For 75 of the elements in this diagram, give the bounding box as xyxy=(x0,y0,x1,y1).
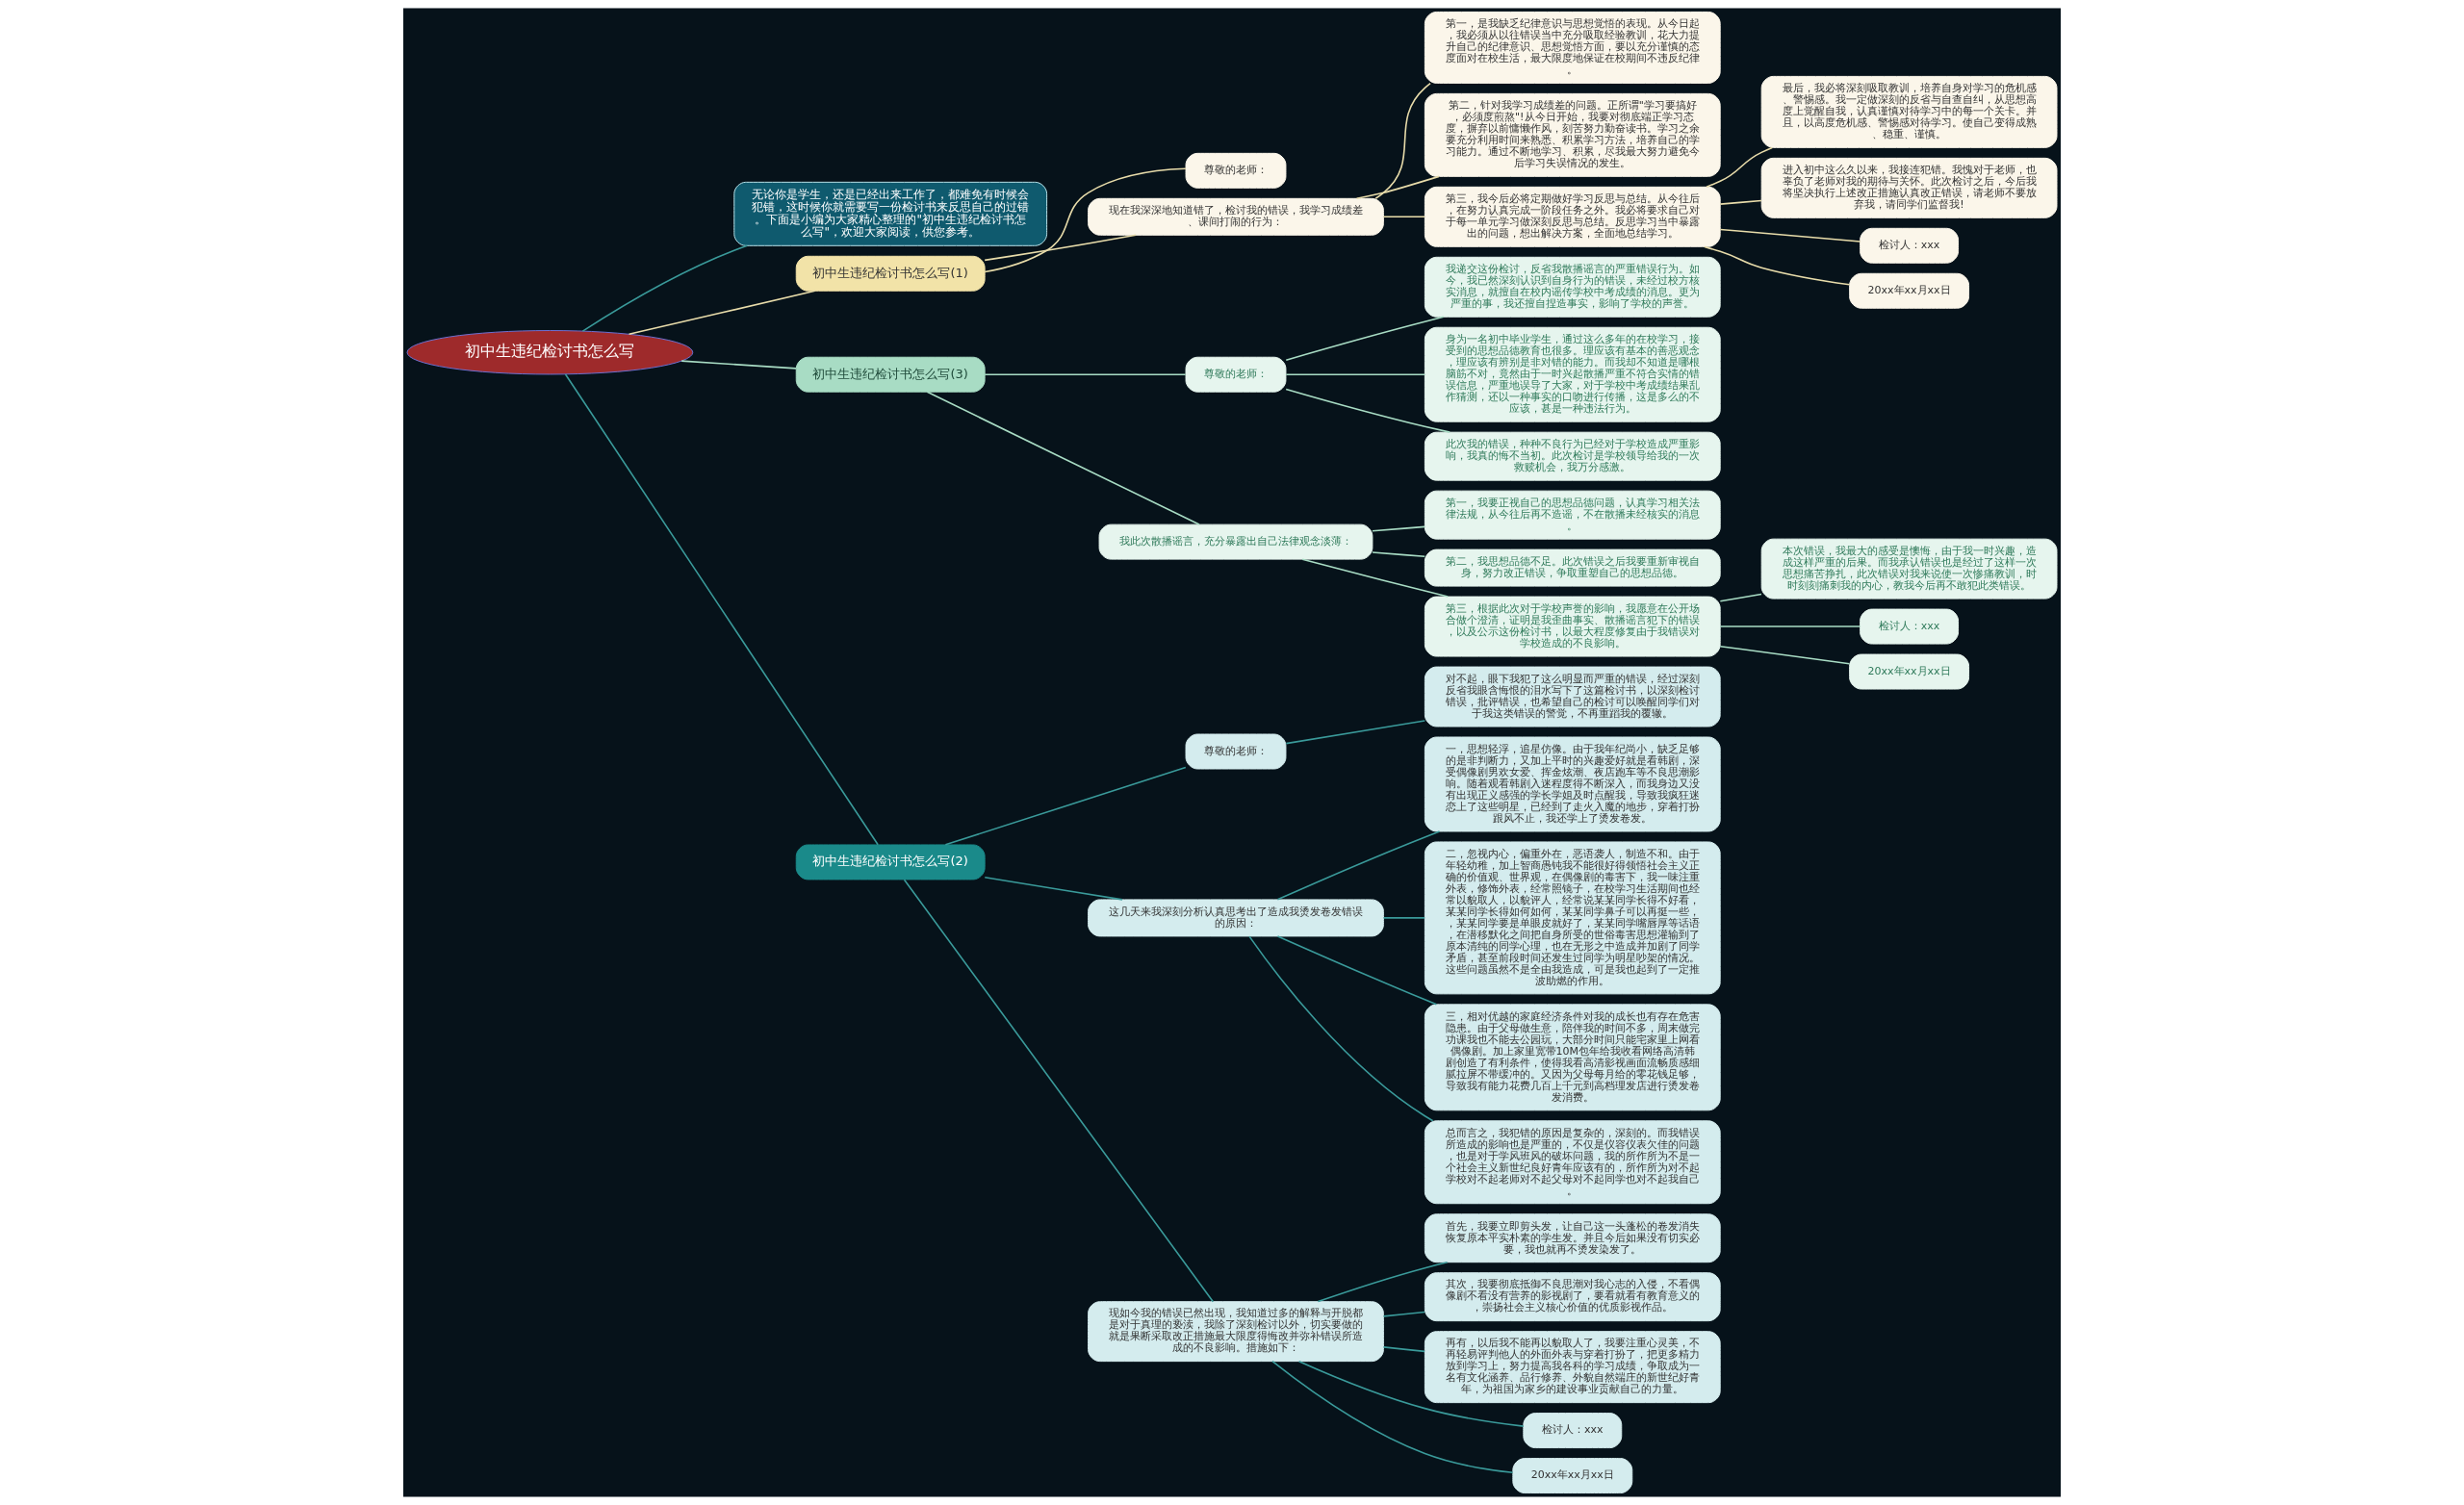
node-box: 第一，是我缺乏纪律意识与思想觉悟的表现。从今日起，我必须从以往错误当中充分吸取经验教训，花大力提升自己的纪律意识、思想觉悟方面，要以充分谨慎的态度面对在校生活，最大限度地保证在校期间不违反纪律。 xyxy=(1424,11,1721,84)
connector xyxy=(903,879,1215,1303)
node-box: 最后，我必将深刻吸取教训，培养自身对学习的危机感、警惕感。我一定做深刻的反省与自查自纠，从思想高度上觉醒自我，认真谨慎对待学习中的每一个关卡。并且，以高度危机感、警惕感对待学习。使自己变得成熟、稳重、谨慎。 xyxy=(1760,75,2058,148)
node-box: 第三，根据此次对于学校声誉的影响，我愿意在公开场合做个澄清，证明是我歪曲事实、散播谣言犯下的错误，以及公示这份检讨书，以最大程度修复由于我错误对学校造成的不良影响。 xyxy=(1424,596,1721,657)
node-box: 总而言之，我犯错的原因是复杂的，深刻的。而我错误所造成的影响也是严重的，不仅是仪容仪表欠佳的问题，也是对于学风班风的破坏问题，我的所作所为不是一个社会主义新世纪良好青年应该有的，所作所为对不起学校对不起老师对不起父母对不起同学也对不起我自己。 xyxy=(1424,1120,1721,1205)
node-box: 对不起，眼下我犯了这么明显而严重的错误，经过深刻反省我眼含悔恨的泪水写下了这篇检讨书，以深刻检讨错误，批评错误，也希望自己的检讨可以唤醒同学们对于我这类错误的警觉，不再重蹈我的覆辙。 xyxy=(1424,666,1721,727)
connector xyxy=(680,360,797,370)
node-box: 初中生违纪检讨书怎么写(3) xyxy=(795,356,986,393)
connector xyxy=(1372,551,1426,558)
connector xyxy=(984,234,1137,262)
node-box: 其次，我要彻底抵御不良思潮对我心志的入侵，不看偶像剧不看没有营养的影视剧了，要看就看有教育意义的，崇扬社会主义核心价值的优质影视作品。 xyxy=(1424,1272,1721,1322)
node-box: 我递交这份检讨，反省我散播谣言的严重错误行为。如今，我已然深刻认识到自身行为的错误，未经过校方核实消息，就擅自在校内谣传学校中考成绩的消息。更为严重的事，我还擅自捏造事实，影响了学校的声誉。 xyxy=(1424,256,1721,318)
connector xyxy=(1276,830,1441,901)
connector xyxy=(1719,228,1861,242)
connector xyxy=(984,167,1187,273)
node-box: 尊敬的老师： xyxy=(1185,356,1287,393)
node-box: 20xx年xx月xx日 xyxy=(1849,272,1970,309)
connector xyxy=(1301,558,1450,598)
node-box: 第二，我思想品德不足。此次错误之后我要重新审视自身，努力改正错误，争取重塑自己的思想品德。 xyxy=(1424,548,1721,587)
node-box: 无论你是学生，还是已经出来工作了，都难免有时候会犯错，这时候你就需要写一份检讨书来反思自己的过错。下面是小编为大家精心整理的"初中生违纪检讨书怎么写"，欢迎大家阅读，供您参考。 xyxy=(733,181,1048,246)
node-ellipse: 初中生违纪检讨书怎么写 xyxy=(406,330,694,375)
connector xyxy=(564,373,879,846)
connector xyxy=(1285,316,1445,361)
connector xyxy=(581,244,749,332)
connector xyxy=(1719,199,1762,205)
connector xyxy=(1355,175,1440,200)
node-box: 20xx年xx月xx日 xyxy=(1849,653,1970,690)
connector xyxy=(1382,917,1425,919)
connector xyxy=(1317,1262,1449,1303)
node-box: 这几天来我深刻分析认真思考出了造成我烫发卷发错误的原因： xyxy=(1088,899,1384,937)
node-box: 检讨人：xxx xyxy=(1860,227,1960,264)
node-box: 初中生违纪检讨书怎么写(2) xyxy=(795,844,986,880)
connector xyxy=(1719,625,1861,627)
connector xyxy=(1248,935,1434,1122)
connector xyxy=(1704,245,1851,286)
node-box: 三，相对优越的家庭经济条件对我的成长也有存在危害隐患。由于父母做生意，陪伴我的时间不多，周末做完功课我也不能去公园玩，大部分时间只能宅家里上网看偶像剧。加上家里宽带10M包年给我收看网络高清韩剧创造了有利条件，使得我看高清影视画面流畅质感细腻拉屏不带缓冲的。又因为父母每月给的零花钱足够，导致我有能力花费几百上千元到高档理发店进行烫发卷发消费。 xyxy=(1424,1004,1721,1111)
node-box: 身为一名初中毕业学生，通过这么多年的在校学习，接受到的思想品德教育也很多。理应该有基本的善恶观念，理应该有辨别是非对错的能力。而我却不知道是哪根脑筋不对，竟然由于一时兴起散播严重不符合实情的错误信息，严重地误导了大家，对于学校中考成绩结果乱作猜测，还以一种事实的口吻进行传播，这是多么的不应该，甚是一种违法行为。 xyxy=(1424,326,1721,422)
connector xyxy=(1719,593,1762,602)
node-box: 第三，我今后必将定期做好学习反思与总结。从今往后，在努力认真完成一阶段任务之外。我必将要求自己对于每一单元学习做深刻反思与总结。反思学习当中暴露出的问题，想出解决方案，全面地总结学习。 xyxy=(1424,186,1721,247)
node-box: 现如今我的错误已然出现，我知道过多的解释与开脱都是对于真理的亵渎，我除了深刻检讨以外，切实要做的就是果断采取改正措施最大限度得悔改并弥补错误所造成的不良影响。措施如下： xyxy=(1088,1301,1384,1363)
node-box: 20xx年xx月xx日 xyxy=(1512,1458,1633,1494)
node-box: 尊敬的老师： xyxy=(1185,152,1287,189)
connector xyxy=(1297,1360,1525,1427)
connector xyxy=(628,290,816,336)
node-box: 一，思想轻浮，追星仿像。由于我年纪尚小，缺乏足够的是非判断力，又加上平时的兴趣爱好就是看韩剧，深受偶像剧男欢女爱、挥金炫潮、夜店跑车等不良思潮影响。随着观看韩剧入迷程度得不断深入，而我身边又没有出现正义感强的学长学姐及时点醒我，导致我疯狂迷恋上了这些明星，已经到了走火入魔的地步，穿着打扮跟风不止，我还学上了烫发卷发。 xyxy=(1424,736,1721,832)
connector xyxy=(984,373,1187,376)
node-box: 本次错误，我最大的感受是懊悔，由于我一时兴趣，造成这样严重的后果。而我承认错误也是经过了这样一次思想痛苦挣扎，此次错误对我来说使一次惨痛教训，时时刻刻痛刺我的内心，教我今后再不敢犯此类错误。 xyxy=(1760,538,2058,599)
node-box: 进入初中这么久以来，我接连犯错。我愧对于老师，也辜负了老师对我的期待与关怀。此次检讨之后，今后我将坚决执行上述改正措施认真改正错误，请老师不要放弃我，请同学们监督我! xyxy=(1760,157,2058,218)
connector xyxy=(926,391,1200,525)
node-box: 第一，我要正视自己的思想品德问题，认真学习相关法律法规，从今往后再不造谣，不在散播未经核实的消息。 xyxy=(1424,490,1721,540)
connector xyxy=(1285,388,1451,433)
node-box: 现在我深深地知道错了，检讨我的错误，我学习成绩差、课间打闹的行为： xyxy=(1088,197,1384,236)
connector xyxy=(944,766,1187,846)
connector xyxy=(1372,525,1426,532)
node-box: 此次我的错误，种种不良行为已经对于学校造成严重影响，我真的悔不当初。此次检讨是学校领导给我的一次救赎机会，我万分感激。 xyxy=(1424,431,1721,481)
connector xyxy=(1271,1360,1514,1474)
node-box: 二，忽视内心，偏重外在，恶语袭人，制造不和。由于年轻幼稚，加上智商愚钝我不能很好得领悟社会主义正确的价值观、世界观，在偶像剧的毒害下，我一味注重外表，修饰外表，经常照镜子，在校学习生活期间也经常以貌取人，以貌评人，经常说某某同学长得不好看，某某同学长得如何如何，某某同学鼻子可以再挺一些，，某某同学要是单眼皮就好了，某某同学嘴唇厚等话语，在潜移默化之间把自身所受的世俗毒害思想灌输到了原本清纯的同学心理，也在无形之中造成并加剧了同学矛盾，甚至前段时间还发生过同学为明星吵架的情况。这些问题虽然不是全由我造成，可是我也起到了一定推波助燃的作用。 xyxy=(1424,841,1721,995)
connector xyxy=(1382,1311,1425,1317)
node-box: 初中生违纪检讨书怎么写(1) xyxy=(795,255,986,292)
node-box: 第二，针对我学习成绩差的问题。正所谓"学习要搞好，必须度煎熬"!从今日开始，我要对彻底端正学习态度，摒弃以前慵懒作风，刻苦努力勤奋读书。学习之余要充分利用时间来熟悉、积累学习方法，培养自己的学习能力。通过不断地学习、积累，尽我最大努力避免今后学习失误情况的发生。 xyxy=(1424,92,1721,177)
connector xyxy=(1285,720,1426,745)
node-box: 首先，我要立即剪头发，让自己这一头蓬松的卷发消失恢复原本平实朴素的学生发。并且今后如果没有切实必要，我也就再不烫发染发了。 xyxy=(1424,1213,1721,1263)
connector xyxy=(1382,1346,1425,1353)
node-box: 我此次散播谣言，充分暴露出自己法律观念淡薄： xyxy=(1098,523,1373,560)
connector xyxy=(1706,146,1773,189)
connector xyxy=(1276,935,1438,1006)
connector xyxy=(1374,82,1431,199)
node-box: 检讨人：xxx xyxy=(1523,1413,1623,1449)
connector xyxy=(1382,216,1425,218)
node-box: 检讨人：xxx xyxy=(1860,608,1960,645)
connector xyxy=(984,876,1123,901)
connector xyxy=(1719,645,1851,665)
node-box: 再有，以后我不能再以貌取人了，我要注重心灵美，不再轻易评判他人的外面外表与穿着打扮了，把更多精力放到学习上，努力提高我各科的学习成绩，争取成为一名有文化涵养、品行修养、外貌自然端庄的新世纪好青年，为祖国为家乡的建设事业贡献自己的力量。 xyxy=(1424,1331,1721,1404)
connector xyxy=(1285,373,1426,376)
node-box: 尊敬的老师： xyxy=(1185,733,1287,770)
